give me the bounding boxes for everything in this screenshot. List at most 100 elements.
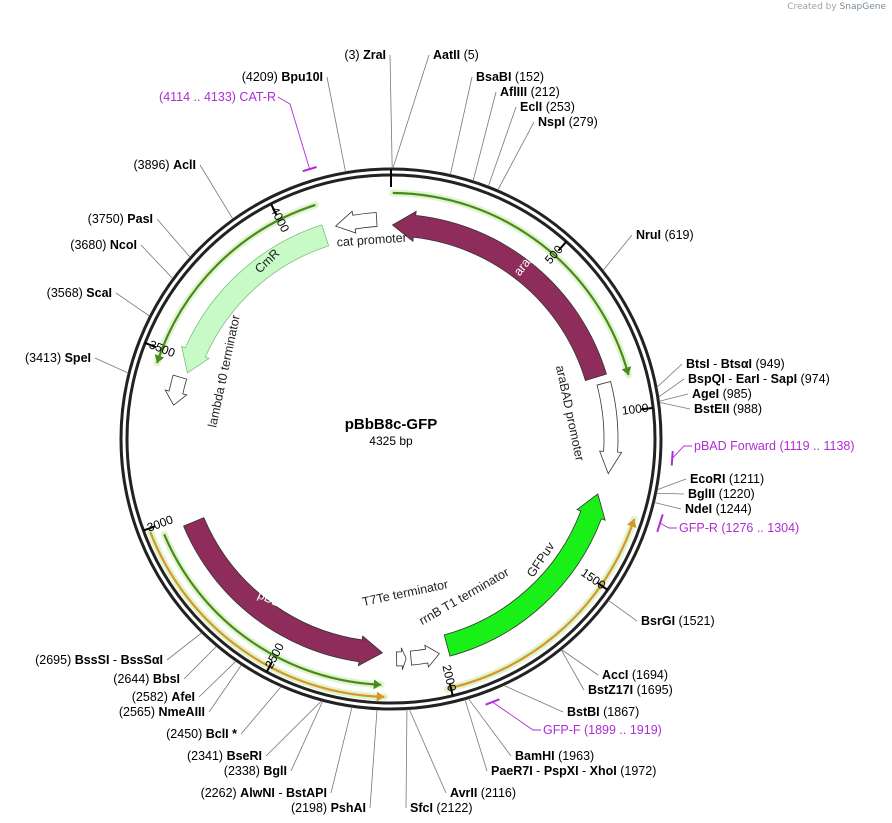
site-name: NcoI xyxy=(110,238,137,252)
site-leader-line xyxy=(392,54,430,169)
site-coordinate: - xyxy=(533,764,544,778)
site-leader-line xyxy=(659,393,689,402)
site-label: AflIII (212) xyxy=(500,85,560,99)
primer-range: (1899 .. 1919) xyxy=(584,723,662,737)
site-coordinate: - xyxy=(760,372,771,386)
primer-range: (4114 .. 4133) xyxy=(159,90,236,104)
site-coordinate: (974) xyxy=(797,372,830,386)
site-leader-line xyxy=(561,649,599,676)
site-coordinate: (1211) xyxy=(725,472,764,486)
site-leader-line xyxy=(472,91,497,181)
site-bsteii: BstEII (988) xyxy=(659,402,762,416)
tick-label: 1000 xyxy=(621,401,649,418)
credit-prefix: Created by xyxy=(787,2,837,12)
site-leader-line xyxy=(369,709,378,809)
site-spei: (3413) SpeI xyxy=(25,351,129,374)
site-coordinate: (212) xyxy=(527,85,560,99)
site-leader-line xyxy=(658,378,685,398)
site-coordinate: (4209) xyxy=(242,70,282,84)
site-ndei: NdeI (1244) xyxy=(654,502,752,516)
site-label: AatII (5) xyxy=(433,48,479,62)
feature-label-cat-promoter: cat promoter xyxy=(336,231,407,250)
site-bgli: (2338) BglI xyxy=(224,701,324,778)
site-bpu10i: (4209) Bpu10I xyxy=(242,70,346,172)
site-coordinate: (2262) xyxy=(201,786,241,800)
site-leader-line xyxy=(290,701,324,772)
primer-name: GFP-F xyxy=(543,723,581,737)
feature-arrows xyxy=(164,210,623,670)
site-name: BtsI xyxy=(686,357,710,371)
tick-mark xyxy=(641,406,654,411)
site-pasi: (3750) PasI xyxy=(88,212,191,258)
site-label: (2565) NmeAIII xyxy=(119,705,205,719)
site-pshai: (2198) PshAI xyxy=(291,709,378,815)
map-center: pBbB8c-GFP 4325 bp xyxy=(345,416,438,448)
primer-binding-mark xyxy=(485,698,500,706)
site-leader-line xyxy=(464,699,488,772)
site-bspqi: BspQI - EarI - SapI (974) xyxy=(658,372,830,398)
primer-range: (1119 .. 1138) xyxy=(779,439,854,453)
site-leader-line xyxy=(657,478,687,491)
primer-leader-line xyxy=(672,445,692,459)
site-coordinate: (1694) xyxy=(628,668,668,682)
site-leader-line xyxy=(468,698,512,757)
site-bsabi: BsaBI (152) xyxy=(449,70,544,175)
site-leader-line xyxy=(654,502,682,510)
site-coordinate: (985) xyxy=(719,387,752,401)
site-label: (2338) BglI xyxy=(224,764,287,778)
site-name: NruI xyxy=(636,228,661,242)
site-bcli: (2450) BclI * xyxy=(166,686,282,741)
site-name: PaeR7I xyxy=(491,764,533,778)
orf-arac-frame xyxy=(392,191,630,376)
site-coordinate: (3750) xyxy=(88,212,128,226)
site-label: (2262) AlwNI - BstAPI xyxy=(201,786,327,800)
site-coordinate: (2116) xyxy=(477,786,516,800)
site-nmeaiii: (2565) NmeAIII xyxy=(119,664,242,719)
plasmid-name: pBbB8c-GFP xyxy=(345,416,438,433)
site-label: BsaBI (152) xyxy=(476,70,544,84)
site-coordinate: (1972) xyxy=(617,764,657,778)
site-afei: (2582) AfeI xyxy=(132,660,237,704)
site-coordinate: (949) xyxy=(752,357,785,371)
site-leader-line xyxy=(503,685,564,713)
orf-rep-frame-arrowhead xyxy=(373,679,382,690)
site-name: NdeI xyxy=(685,502,712,516)
site-name: BstZ17I xyxy=(588,683,633,697)
site-leader-line xyxy=(405,709,408,809)
site-label: BglII (1220) xyxy=(688,487,755,501)
site-leader-line xyxy=(115,292,150,317)
site-name: NmeAIII xyxy=(158,705,205,719)
site-paer7i: PaeR7I - PspXI - XhoI (1972) xyxy=(464,699,657,778)
site-coordinate: (3568) xyxy=(47,286,87,300)
site-name: PspXI xyxy=(544,764,579,778)
site-leader-line xyxy=(183,646,217,680)
tick-label: 3000 xyxy=(145,512,175,535)
site-label: BspQI - EarI - SapI (974) xyxy=(688,372,830,386)
site-leader-line xyxy=(140,244,173,279)
orf-arcs xyxy=(146,189,638,702)
site-name: BtsαI xyxy=(721,357,752,371)
tick-label: 2500 xyxy=(262,640,287,670)
site-label: (3) ZraI xyxy=(344,48,386,62)
site-name: BseRI xyxy=(227,749,262,763)
feature-arabad-promoter xyxy=(596,381,623,475)
site-label: (3680) NcoI xyxy=(70,238,137,252)
site-agei: AgeI (985) xyxy=(659,387,752,402)
site-label: SfcI (2122) xyxy=(410,801,473,815)
site-name: AclI xyxy=(173,158,196,172)
site-bglii: BglII (1220) xyxy=(656,487,755,501)
site-coordinate: (2122) xyxy=(433,801,473,815)
site-label: (3896) AclI xyxy=(133,158,196,172)
site-coordinate: (3680) xyxy=(70,238,110,252)
site-name: BstAPI xyxy=(286,786,327,800)
site-name: AgeI xyxy=(692,387,719,401)
feature-label-arabad-promoter: araBAD promoter xyxy=(553,364,587,462)
site-name: Bpu10I xyxy=(281,70,323,84)
site-coordinate: (2450) xyxy=(166,727,206,741)
site-bsrgi: BsrGI (1521) xyxy=(608,600,715,628)
site-coordinate: (5) xyxy=(460,48,479,62)
feature-arac xyxy=(391,210,607,381)
tick-mark xyxy=(143,525,155,532)
primer-name: GFP-R xyxy=(679,521,718,535)
site-label: AvrII (2116) xyxy=(450,786,516,800)
